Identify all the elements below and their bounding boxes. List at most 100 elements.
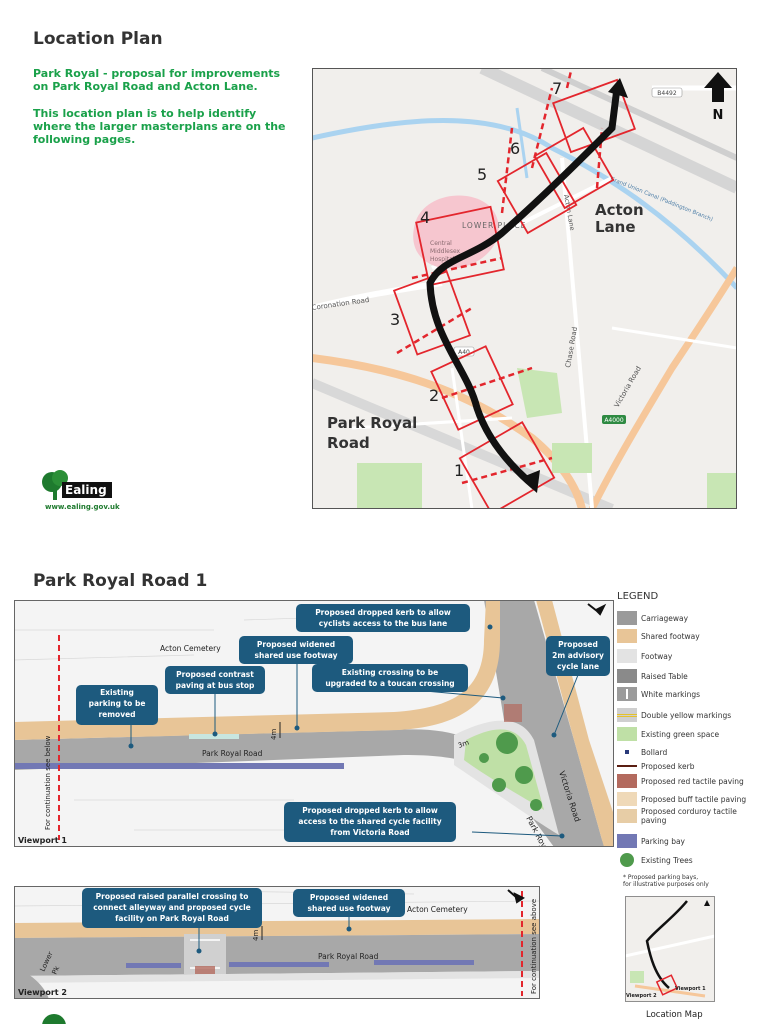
legend-item: Existing Trees (617, 851, 693, 869)
legend-note: * Proposed parking bays, for illustrativ… (623, 874, 709, 888)
acton-lane-label-1: Acton (595, 201, 644, 219)
viewport-2: 4m Park Royal Road Acton Cemetery Lower … (14, 886, 540, 999)
frame-number-1: 1 (454, 461, 464, 480)
hospital-label-2: Middlesex (430, 248, 461, 255)
legend-label: Shared footway (641, 631, 700, 641)
legend-swatch (617, 629, 637, 643)
toucan-crossing-paving (504, 704, 522, 722)
legend-item: Bollard (617, 743, 667, 761)
cemetery-label-v2: Acton Cemetery (407, 905, 468, 914)
legend-item: Proposed kerb (617, 757, 694, 775)
pk-label: Pk (51, 964, 62, 976)
legend-swatch (617, 611, 637, 625)
svg-text:Existing crossing to be: Existing crossing to be (342, 668, 438, 677)
carriageway-v2 (14, 934, 540, 976)
svg-text:2m advisory: 2m advisory (552, 651, 604, 660)
frame-number-4: 4 (420, 208, 430, 227)
svg-text:Proposed dropped kerb to allow: Proposed dropped kerb to allow (302, 806, 438, 815)
legend-label: Footway (641, 651, 673, 661)
road-label-v2: Park Royal Road (318, 952, 379, 961)
location-map: B4492 A4000 A40 Coronation Road LOWER PL… (312, 68, 737, 509)
legend-item: Double yellow markings (617, 706, 731, 724)
frame-number-7: 7 (552, 79, 562, 98)
route-arrow-south (520, 470, 540, 493)
viewport-2-label: Viewport 2 (18, 988, 67, 997)
legend-item: Carriageway (617, 609, 688, 627)
legend-item: Raised Table (617, 667, 688, 685)
callout-dropped-kerb-victoria: Proposed dropped kerb to allow access to… (284, 802, 456, 842)
page-title: Location Plan (33, 29, 163, 49)
legend-item: Proposed buff tactile paving (617, 790, 746, 808)
legend-swatch (617, 727, 637, 741)
callout-widened-footway-v2: Proposed widened shared use footway (293, 889, 405, 917)
green-space (357, 463, 422, 508)
svg-text:cycle lane: cycle lane (557, 662, 599, 671)
legend-label: White markings (641, 689, 701, 699)
callout-contrast-paving: Proposed contrast paving at bus stop (165, 666, 265, 694)
legend-item: Shared footway (617, 627, 700, 645)
hospital-label-3: Hospital (430, 256, 455, 263)
b4492-label: B4492 (657, 90, 677, 97)
legend-item: Footway (617, 647, 672, 665)
north-arrow-icon (704, 900, 710, 906)
ealing-logo-footer (40, 1012, 70, 1024)
legend-item: Existing green space (617, 725, 719, 743)
legend-swatch (617, 687, 637, 701)
continuation-label-v1: For continuation see below (44, 735, 52, 830)
svg-text:Proposed widened: Proposed widened (310, 893, 388, 902)
route-line (426, 84, 621, 490)
legend-swatch (617, 745, 637, 759)
legend-swatch (617, 649, 637, 663)
callout-raised-crossing: Proposed raised parallel crossing to con… (82, 888, 262, 928)
svg-text:Proposed contrast: Proposed contrast (176, 670, 254, 679)
road-label-v1: Park Royal Road (202, 749, 263, 758)
legend-item: Proposed corduroy tactile paving (617, 807, 761, 825)
frame-6[interactable] (533, 126, 615, 210)
logo-text: Ealing (65, 483, 107, 497)
mini-viewport-2: Viewport 2 (626, 993, 657, 999)
legend-swatch (617, 759, 637, 773)
legend-label: Carriageway (641, 613, 689, 623)
canal (312, 118, 737, 290)
frame-number-5: 5 (477, 165, 487, 184)
trees (479, 732, 542, 811)
shared-footway (14, 600, 500, 740)
callout-parking: Existing parking to be removed (76, 685, 158, 725)
svg-text:Proposed: Proposed (558, 640, 598, 649)
legend-swatch (617, 834, 637, 848)
a4000-label: A4000 (604, 417, 624, 424)
intro-text-1: Park Royal - proposal for improvements o… (33, 67, 281, 93)
bus-stop-paving (189, 734, 239, 739)
svg-text:connect alleyway and proposed: connect alleyway and proposed cycle (93, 903, 251, 912)
legend-label: Proposed corduroy tactile paving (641, 807, 737, 825)
a40-label: A40 (458, 349, 470, 356)
legend-swatch (617, 809, 637, 823)
legend-label: Parking bay (641, 836, 685, 846)
svg-text:Proposed dropped kerb to allow: Proposed dropped kerb to allow (315, 608, 451, 617)
callout-dropped-kerb-bus-lane: Proposed dropped kerb to allow cyclists … (296, 604, 470, 632)
dim-3m-v1: 3m (457, 738, 470, 749)
legend-title: LEGEND (617, 591, 659, 602)
cemetery-label-v1: Acton Cemetery (160, 644, 221, 653)
intro-text-2: This location plan is to help identify w… (33, 107, 286, 146)
legend-item: Proposed red tactile paving (617, 772, 744, 790)
legend-swatch (617, 708, 637, 722)
tree-icon (42, 470, 112, 500)
svg-text:shared use footway: shared use footway (255, 651, 338, 660)
mini-viewport-1: Viewport 1 (675, 986, 706, 992)
callout-toucan-crossing: Existing crossing to be upgraded to a to… (312, 664, 468, 692)
logo-url[interactable]: www.ealing.gov.uk (45, 503, 120, 511)
svg-text:from Victoria Road: from Victoria Road (330, 828, 409, 837)
legend-swatch (617, 792, 637, 806)
legend-label: Existing green space (641, 729, 720, 739)
frame-dividers (396, 68, 604, 485)
north-arrow-icon (704, 72, 732, 102)
frame-number-6: 6 (510, 139, 520, 158)
acton-lane-label-2: Lane (595, 218, 636, 236)
callout-widened-footway-v1: Proposed widened shared use footway (239, 636, 353, 664)
svg-text:cyclists access to the bus lan: cyclists access to the bus lane (319, 619, 447, 628)
legend-swatch (617, 774, 637, 788)
frame-number-2: 2 (429, 386, 439, 405)
callout-advisory-cycle-lane: Proposed 2m advisory cycle lane (546, 636, 610, 676)
hospital-label-1: Central (430, 240, 452, 247)
